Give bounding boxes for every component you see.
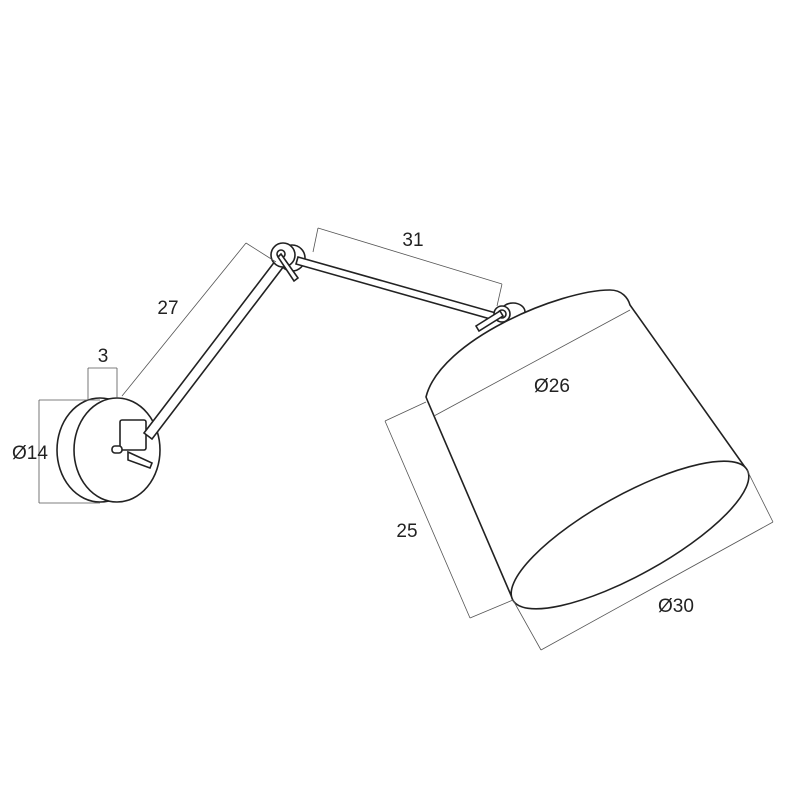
label-plate-diameter: Ø14 — [12, 443, 48, 464]
elbow-joint — [270, 242, 306, 283]
dimension-plate-depth: 3 — [87, 346, 118, 400]
label-plate-depth: 3 — [98, 346, 109, 367]
dimension-plate-diameter: Ø14 — [12, 399, 100, 504]
label-shade-height: 25 — [396, 521, 417, 542]
dimension-upper-arm: 31 — [312, 227, 503, 307]
label-lower-arm: 27 — [157, 298, 178, 319]
shade-joint — [474, 302, 526, 333]
label-shade-top-diameter: Ø26 — [534, 376, 570, 397]
lower-arm — [142, 254, 289, 441]
dimension-shade-top: Ø26 — [433, 309, 631, 417]
dimension-shade-height: 25 — [384, 401, 514, 619]
upper-arm — [295, 256, 497, 321]
label-upper-arm: 31 — [402, 230, 423, 251]
lamp-shade — [425, 289, 750, 610]
wall-plate — [56, 397, 161, 503]
label-shade-bottom-diameter: Ø30 — [658, 596, 694, 617]
dimension-lower-arm: 27 — [121, 242, 277, 397]
dimension-shade-bottom: Ø30 — [512, 469, 774, 651]
